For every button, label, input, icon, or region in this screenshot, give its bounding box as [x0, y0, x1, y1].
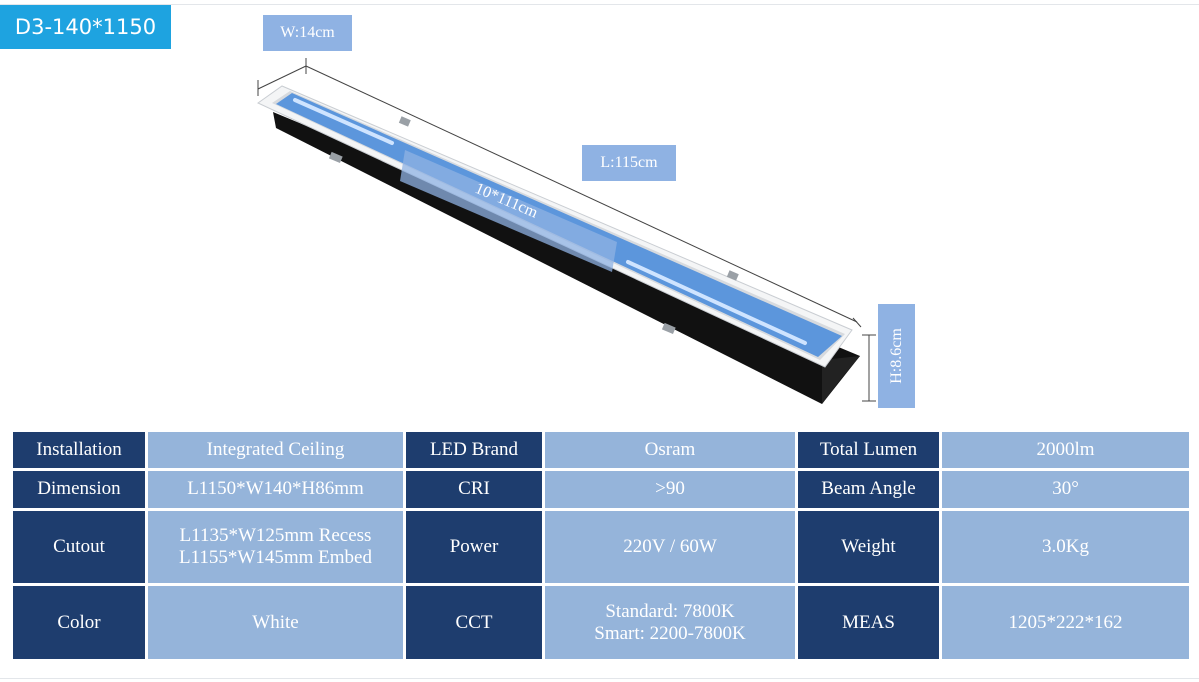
spec-value-line: L1155*W145mm Embed	[179, 546, 372, 568]
spec-key: MEAS	[798, 586, 939, 659]
spec-key: CCT	[406, 586, 542, 659]
housing-side	[822, 356, 860, 404]
spec-value: White	[148, 586, 403, 659]
spec-key: Color	[13, 586, 145, 659]
length-label: L:115cm	[582, 145, 676, 181]
height-label-text: H:8.6cm	[887, 328, 905, 384]
spec-value-line: L1135*W125mm Recess	[179, 524, 372, 546]
spec-key: Total Lumen	[798, 432, 939, 469]
mount-clip	[661, 322, 676, 335]
spec-value: >90	[545, 471, 795, 508]
width-dim-line	[257, 65, 307, 90]
spec-value: 2000lm	[942, 432, 1189, 469]
width-label: W:14cm	[263, 15, 352, 51]
spec-value-line: Standard: 7800K	[605, 600, 735, 622]
mount-clip	[398, 116, 411, 127]
mount-clip	[328, 151, 343, 164]
lens-label-band	[400, 150, 617, 272]
spec-key: CRI	[406, 471, 542, 508]
spec-key: Installation	[13, 432, 145, 469]
length-dim-tick	[852, 317, 862, 328]
model-badge: D3-140*1150	[0, 5, 171, 49]
led-strip-right	[626, 260, 807, 345]
spec-value: 30°	[942, 471, 1189, 508]
spec-value-line: Smart: 2200-7800K	[594, 622, 746, 644]
spec-value: L1150*W140*H86mm	[148, 471, 403, 508]
spec-value: 3.0Kg	[942, 510, 1189, 584]
spec-key: Cutout	[13, 510, 145, 584]
spec-value: Osram	[545, 432, 795, 469]
spec-key: Dimension	[13, 471, 145, 508]
top-divider	[0, 4, 1199, 5]
spec-key: Power	[406, 510, 542, 584]
led-strip-left	[293, 98, 394, 145]
spec-value: Integrated Ceiling	[148, 432, 403, 469]
product-illustration: 10*111cm	[257, 58, 876, 404]
length-dim-line	[305, 65, 858, 323]
bottom-divider	[0, 678, 1199, 679]
spec-key: LED Brand	[406, 432, 542, 469]
housing-body	[273, 112, 860, 404]
mount-clip	[726, 270, 739, 281]
spec-value: 1205*222*162	[942, 586, 1189, 659]
spec-value: 220V / 60W	[545, 510, 795, 584]
height-label: H:8.6cm	[878, 304, 915, 408]
spec-key: Weight	[798, 510, 939, 584]
spec-key: Beam Angle	[798, 471, 939, 508]
